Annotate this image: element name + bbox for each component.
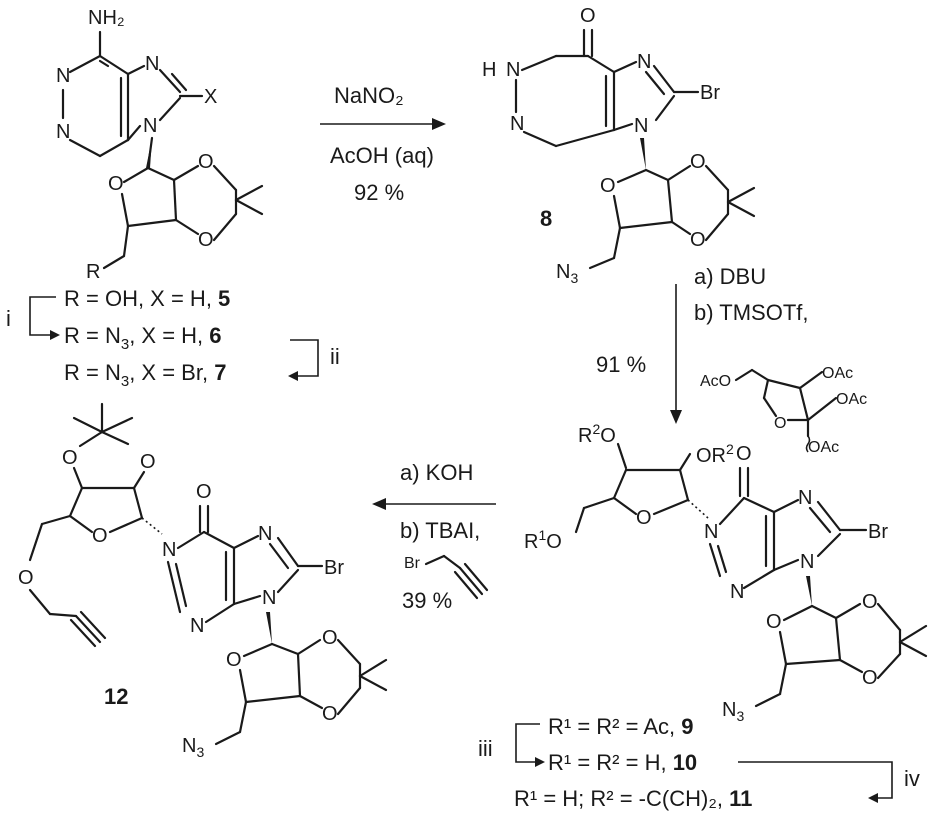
atom-n3-8: N — [510, 113, 524, 135]
atom-o3-8: O — [690, 229, 706, 251]
atom-n1-9: N — [704, 521, 718, 543]
atom-oac-1: OAc — [822, 365, 853, 382]
atom-n3: N — [56, 121, 70, 143]
atom-o2-9b: O — [862, 591, 878, 613]
label-9: 9 — [681, 714, 693, 739]
atom-n3-azide-8: N3 — [556, 261, 578, 286]
atom-br-12: Br — [324, 557, 344, 579]
label-10-text: R¹ = R² = H, 10 — [548, 750, 697, 775]
atom-o-ring-8: O — [600, 175, 616, 197]
atom-x: X — [204, 86, 217, 108]
atom-o-carbonyl: O — [580, 5, 596, 27]
atom-r1o: R1O — [524, 527, 562, 553]
atom-o-ring-12: O — [92, 525, 108, 547]
atom-n7-9: N — [798, 487, 812, 509]
atom-o2-8: O — [690, 151, 706, 173]
atom-o3: O — [198, 229, 214, 251]
reaction-arrow-2: a) DBU b) TMSOTf, 91 % AcO OAc OAc O OAc — [596, 264, 867, 456]
atom-r: R — [86, 261, 100, 283]
reaction-arrow-3: a) KOH b) TBAI, Br 39 % — [372, 460, 496, 613]
label-9-text: R¹ = R² = Ac, 9 — [548, 714, 694, 739]
compound-9-10-11-structure: R2O OR2 O R1O N O N N Br N — [524, 421, 928, 724]
reagent-koh: a) KOH — [400, 460, 473, 485]
yield-91: 91 % — [596, 352, 646, 377]
atom-o2-12b: O — [322, 627, 338, 649]
atom-o-ether-12: O — [18, 567, 34, 589]
atom-n1-12: N — [162, 539, 176, 561]
label-8: 8 — [540, 206, 552, 231]
reagent-tbai: b) TBAI, — [400, 518, 480, 543]
atom-n3-azide-9: N3 — [722, 699, 744, 724]
compound-8-structure: O H N N N Br N O O O — [482, 5, 756, 286]
label-12: 12 — [104, 684, 128, 709]
atom-r2o: R2O — [578, 421, 616, 447]
atom-o-carbonyl-9: O — [736, 443, 752, 465]
atom-o3-12b: O — [322, 703, 338, 725]
atom-o-ring-ribose: O — [774, 415, 786, 432]
atom-oac-2: OAc — [836, 391, 867, 408]
atom-o-12a: O — [62, 447, 78, 469]
atom-n9-8: N — [634, 115, 648, 137]
atom-hn: H — [482, 59, 496, 81]
tetraacetylribose-structure: AcO OAc OAc O OAc — [700, 365, 867, 456]
atom-n9-12: N — [262, 587, 276, 609]
label-11-text: R¹ = H; R² = -C(CH)₂, 11 — [514, 786, 752, 811]
atom-o-carbonyl-12: O — [196, 481, 212, 503]
label-6-text: R = N3, X = H, 6 — [64, 323, 222, 353]
step-iv: iv — [904, 766, 920, 791]
compound-5-6-7-labels: R = OH, X = H, 5 R = N3, X = H, 6 R = N3… — [6, 286, 340, 390]
atom-n3-azide-12: N3 — [182, 735, 204, 760]
atom-o-ring-9b: O — [766, 611, 782, 633]
atom-n7: N — [145, 53, 159, 75]
atom-n3-9: N — [730, 581, 744, 603]
atom-or2: OR2 — [696, 441, 734, 467]
atom-n7-8: N — [637, 51, 651, 73]
atom-oac-3: OAc — [808, 439, 839, 456]
atom-br-8: Br — [700, 82, 720, 104]
atom-o3-9b: O — [862, 667, 878, 689]
atom-o-ring-12b: O — [226, 649, 242, 671]
compound-5-6-7-structure: NH₂ N N N X N O O O — [56, 7, 264, 283]
propargyl-bromide-structure: Br — [404, 554, 489, 600]
atom-n1-8: N — [506, 59, 520, 81]
compound-12-structure: O O O O N O N N Br — [18, 402, 388, 760]
label-5: 5 — [218, 286, 230, 311]
atom-aco: AcO — [700, 373, 731, 390]
reagent-acoh: AcOH (aq) — [330, 143, 434, 168]
atom-br-9: Br — [868, 521, 888, 543]
atom-n9-9: N — [800, 551, 814, 573]
step-ii: ii — [330, 344, 340, 369]
reagent-nano2: NaNO₂ — [334, 83, 404, 108]
yield-39: 39 % — [402, 588, 452, 613]
atom-o-12b: O — [140, 451, 156, 473]
atom-br-propargyl: Br — [404, 555, 421, 572]
atom-nh2: NH₂ — [88, 7, 125, 29]
atom-n9: N — [143, 115, 157, 137]
label-7-text: R = N3, X = Br, 7 — [64, 360, 226, 390]
reaction-arrow-1: NaNO₂ AcOH (aq) 92 % — [320, 83, 446, 205]
atom-o2: O — [198, 151, 214, 173]
label-7: 7 — [214, 360, 226, 385]
reagent-tmsotf: b) TMSOTf, — [694, 300, 809, 325]
compound-9-10-11-labels: R¹ = R² = Ac, 9 R¹ = R² = H, 10 R¹ = H; … — [478, 714, 920, 811]
step-i: i — [6, 306, 11, 331]
label-11: 11 — [729, 786, 752, 811]
label-5-text: R = OH, X = H, 5 — [64, 286, 230, 311]
step-iii: iii — [478, 736, 493, 761]
label-6: 6 — [209, 323, 221, 348]
atom-n3-12: N — [190, 615, 204, 637]
atom-o-ring: O — [108, 173, 124, 195]
atom-n7-12: N — [258, 523, 272, 545]
atom-n1: N — [56, 65, 70, 87]
atom-o-ring-9: O — [636, 507, 652, 529]
label-10: 10 — [673, 750, 697, 775]
reagent-dbu: a) DBU — [694, 264, 766, 289]
yield-92: 92 % — [354, 180, 404, 205]
